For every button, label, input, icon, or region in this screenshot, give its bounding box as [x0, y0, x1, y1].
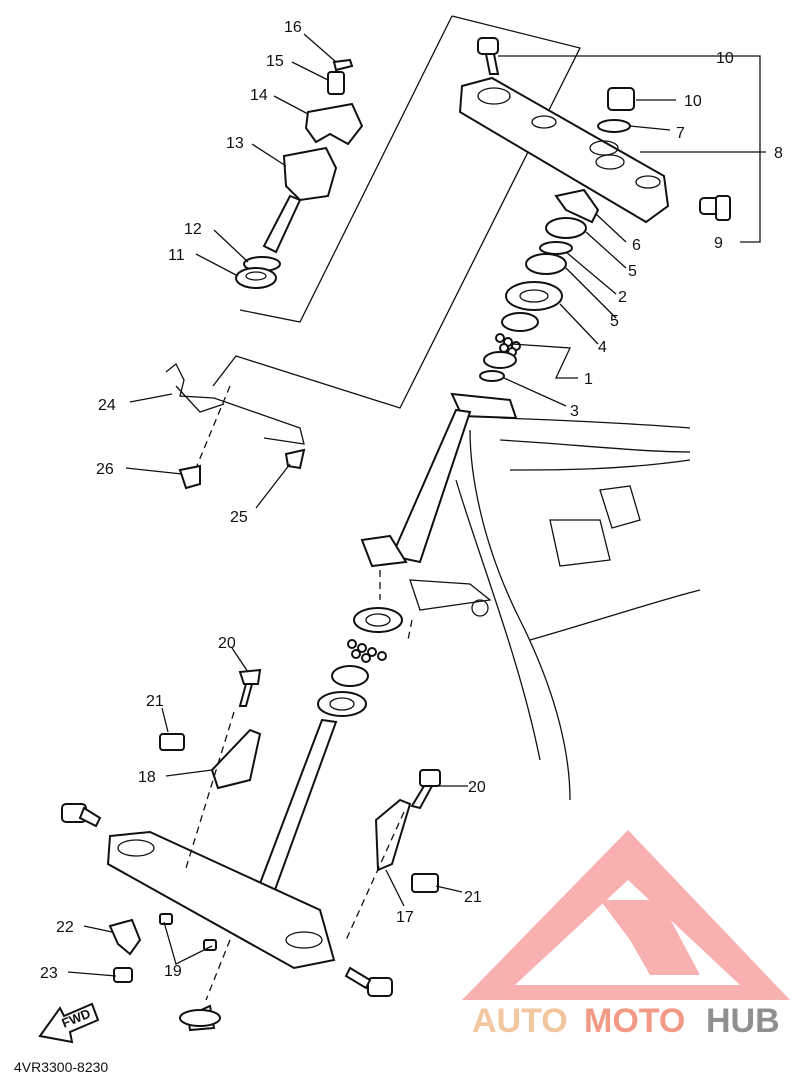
fwd-arrow: FWD	[38, 1002, 100, 1044]
watermark-word-auto: AUTO	[472, 1002, 568, 1040]
handlebar-group-outline	[239, 15, 453, 323]
upper-bracket-group	[458, 37, 731, 224]
callout-4: 4	[598, 339, 607, 356]
watermark-word-moto: MOTO	[584, 1002, 685, 1040]
under-bracket-group	[61, 718, 393, 1032]
watermark-word-hub: HUB	[706, 1002, 780, 1040]
callout-5-upper: 5	[628, 263, 637, 280]
callout-17: 17	[396, 909, 414, 926]
upper-frame-outline	[212, 15, 581, 409]
callout-3: 3	[570, 403, 579, 420]
callout-24: 24	[98, 397, 116, 414]
callout-8: 7	[676, 125, 685, 142]
callout-5-lower: 5	[610, 313, 619, 330]
lower-bearing-stack	[317, 607, 403, 717]
callout-14: 14	[250, 87, 268, 104]
callout-18: 18	[138, 769, 156, 786]
callout-6: 6	[632, 237, 641, 254]
part-code: 4VR3300-8230	[14, 1059, 108, 1075]
callout-25: 25	[230, 509, 248, 526]
callout-2: 2	[618, 289, 627, 306]
callout-7: 10	[684, 93, 702, 110]
callout-15: 15	[266, 53, 284, 70]
callout-12: 12	[184, 221, 202, 238]
callout-11: 11	[168, 247, 185, 264]
callout-10-bottom: 9	[714, 235, 723, 252]
small-brackets	[108, 362, 441, 983]
callout-23: 23	[40, 965, 58, 982]
callout-labels: 16 15 14 13 12 11 10 10 7 8 6 9 5 2 5 4 …	[40, 19, 783, 982]
callout-19: 19	[164, 963, 182, 980]
callout-21-right: 21	[464, 889, 482, 906]
callout-20-right: 20	[468, 779, 486, 796]
callout-26: 26	[96, 461, 114, 478]
watermark-text: AUTO MOTO HUB	[472, 1002, 780, 1040]
leader-lines	[67, 33, 766, 977]
callout-22: 22	[56, 919, 74, 936]
callout-21-left: 21	[146, 693, 164, 710]
handlebar-holder-group	[235, 58, 364, 289]
callout-16: 16	[284, 19, 302, 36]
callout-9: 8	[774, 145, 783, 162]
callout-13: 13	[226, 135, 244, 152]
callout-1: 1	[584, 371, 593, 388]
watermark-logo	[462, 830, 790, 1000]
callout-20-left: 20	[218, 635, 236, 652]
frame-head	[360, 392, 701, 801]
steering-head-stack	[479, 188, 600, 382]
callout-10-top: 10	[716, 50, 734, 67]
alignment-lines	[185, 385, 413, 1001]
